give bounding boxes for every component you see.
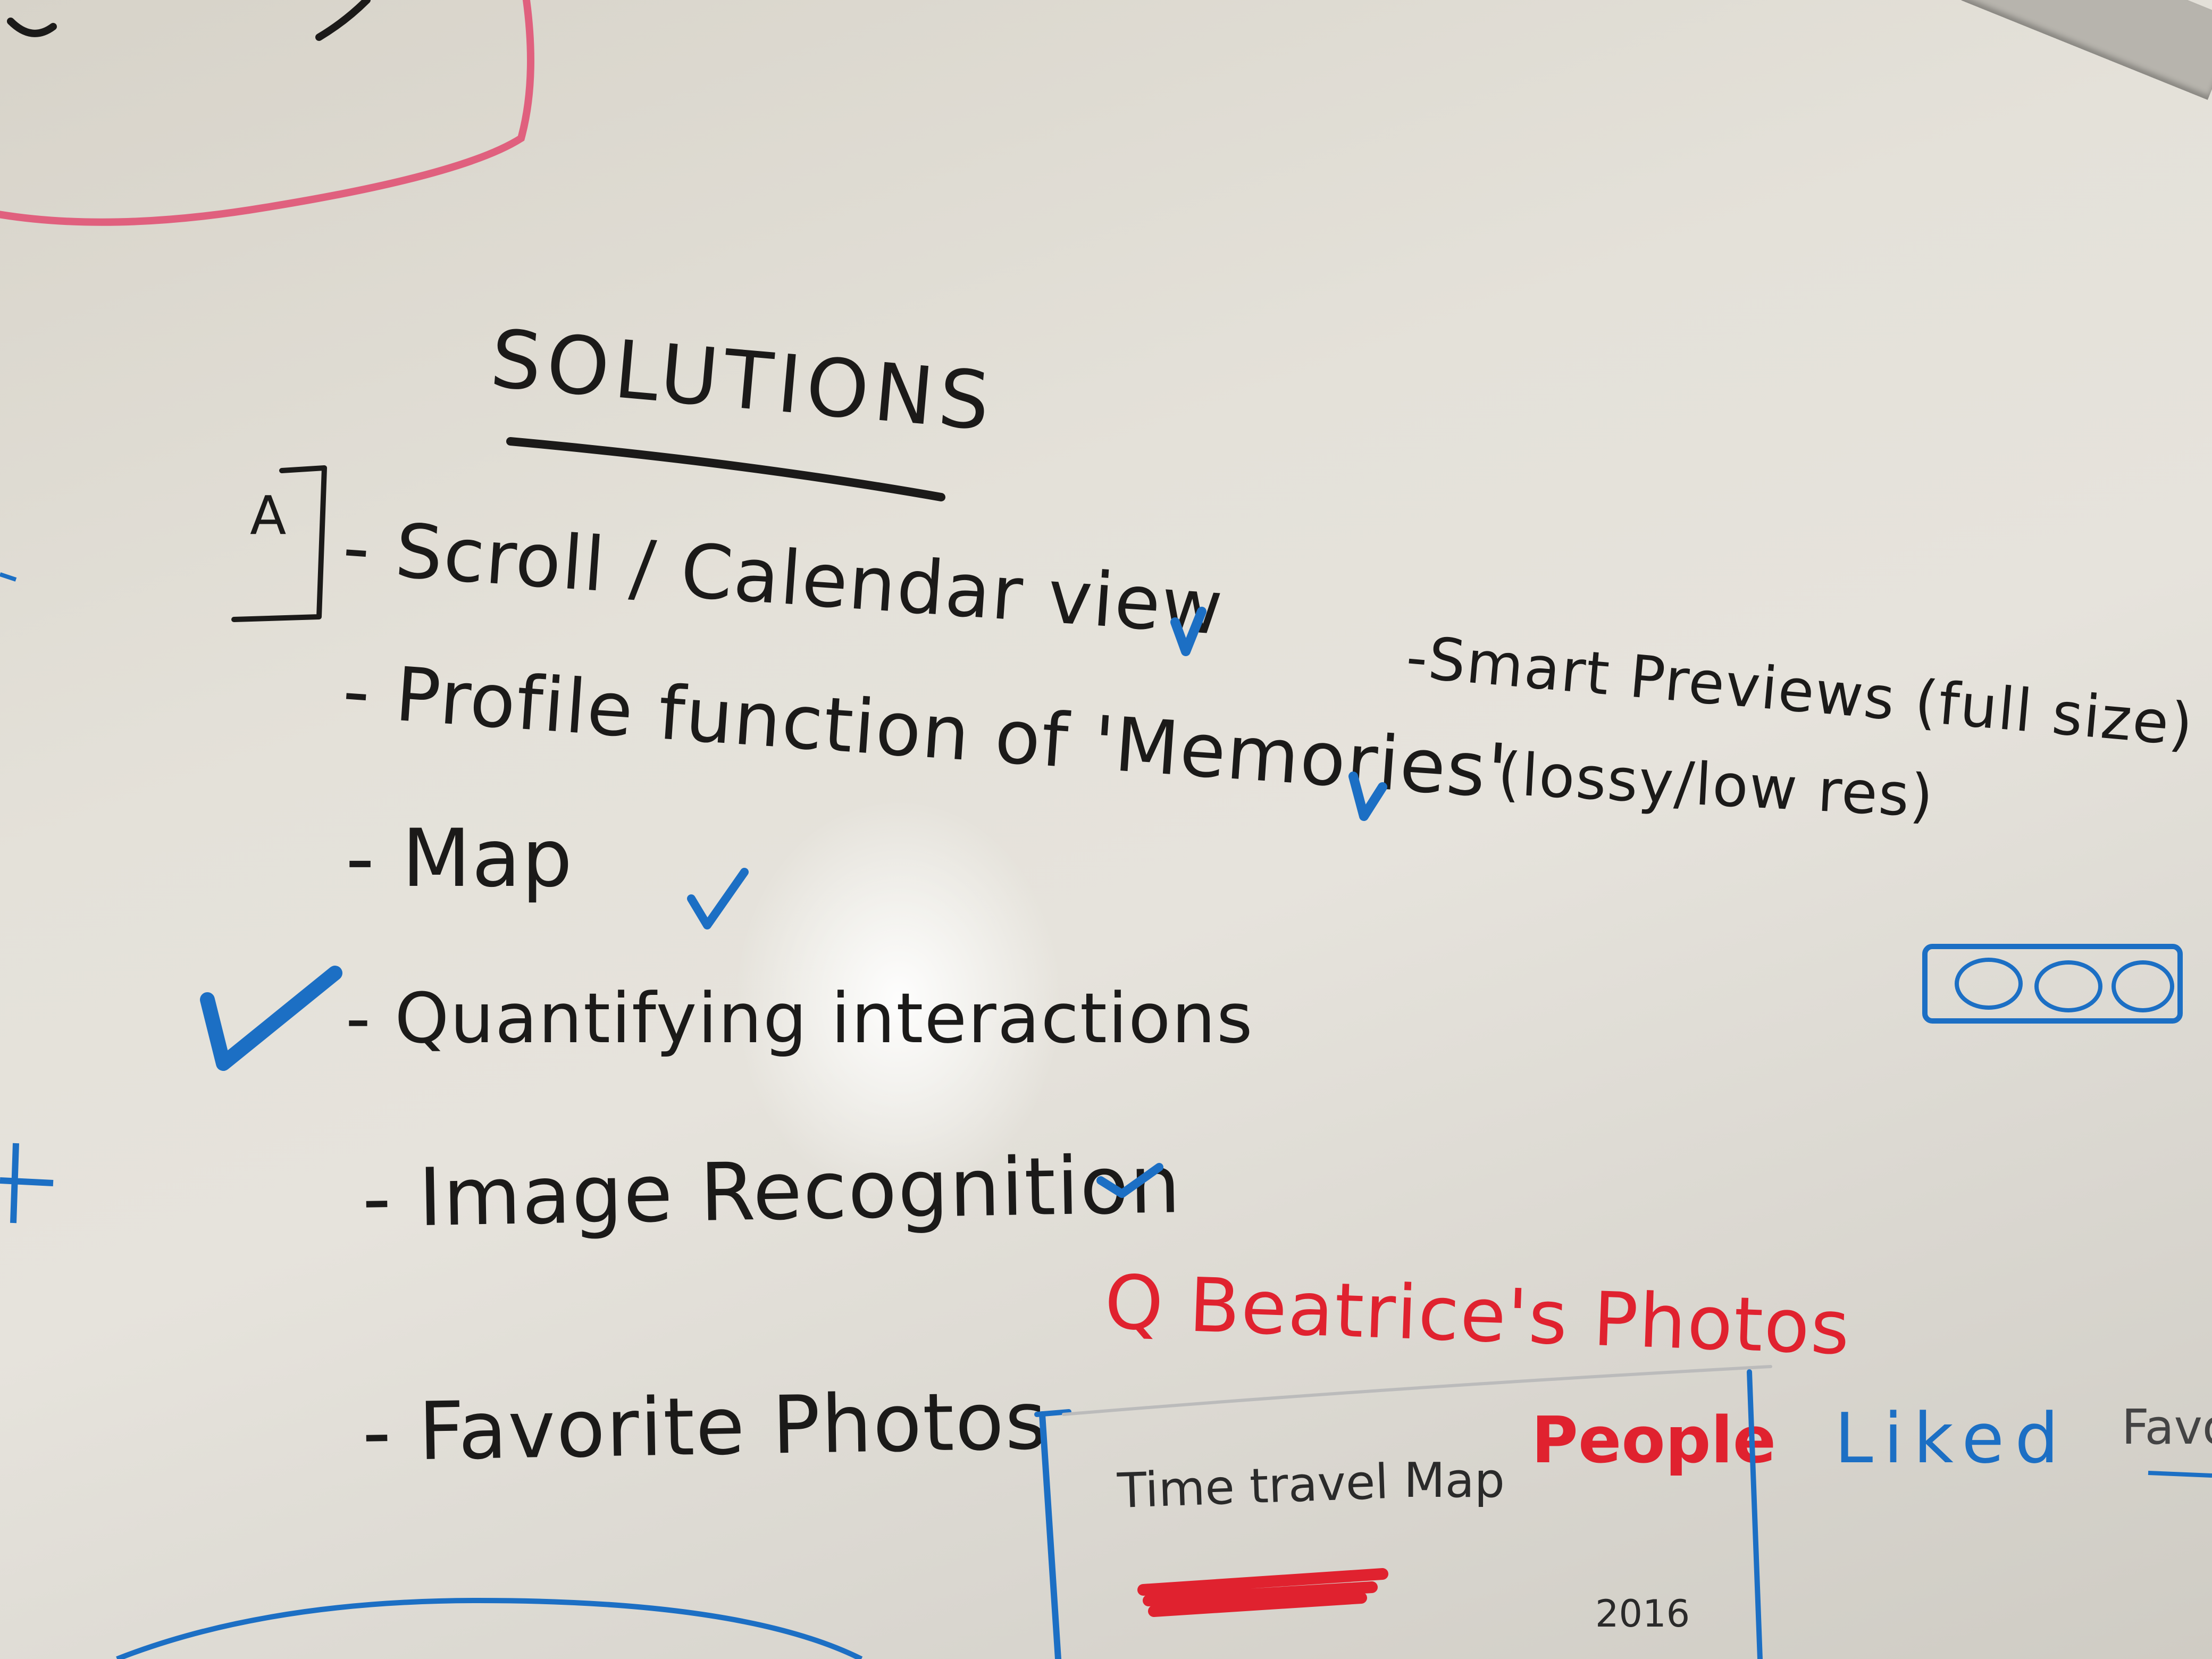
sketch-circle-1 <box>1955 958 2023 1010</box>
top-left-glyph <box>7 0 371 41</box>
bottom-blue-curve <box>116 1597 863 1659</box>
check-icon-scroll <box>1170 607 1206 656</box>
sketch-frame-top <box>1034 1409 1071 1417</box>
bracket-label: A <box>250 484 288 547</box>
sketch-rating-box <box>1922 944 2183 1024</box>
sketch-frame-right <box>1747 1369 1763 1659</box>
sketch-frame-topline <box>1062 1365 1772 1416</box>
check-icon-map <box>687 868 749 929</box>
sketch-tab-favorite: Favori <box>2122 1400 2212 1455</box>
left-edge-mark <box>0 572 17 582</box>
red-scribble <box>1137 1568 1388 1617</box>
check-icon-quantifying <box>200 966 342 1071</box>
list-item-map: - Map <box>346 812 574 905</box>
pink-outline-shape <box>0 0 534 226</box>
favorite-underline <box>2148 1471 2212 1478</box>
left-edge-plus <box>0 1143 54 1224</box>
title-underline <box>506 437 945 501</box>
list-item-quantifying: - Quantifying interactions <box>346 978 1254 1059</box>
sketch-tab-map: Map <box>1404 1453 1505 1509</box>
check-icon-memories <box>1348 772 1387 821</box>
check-icon-image-recognition <box>1096 1163 1163 1198</box>
sketch-circle-2 <box>2034 960 2102 1012</box>
sketch-tab-liked: Liked <box>1834 1398 2069 1479</box>
sketch-year: 2016 <box>1595 1592 1690 1636</box>
sketch-frame-left <box>1039 1411 1061 1659</box>
sketch-tab-people: People <box>1531 1404 1777 1478</box>
bracket-a <box>231 465 327 622</box>
sketch-circle-3 <box>2112 960 2174 1012</box>
